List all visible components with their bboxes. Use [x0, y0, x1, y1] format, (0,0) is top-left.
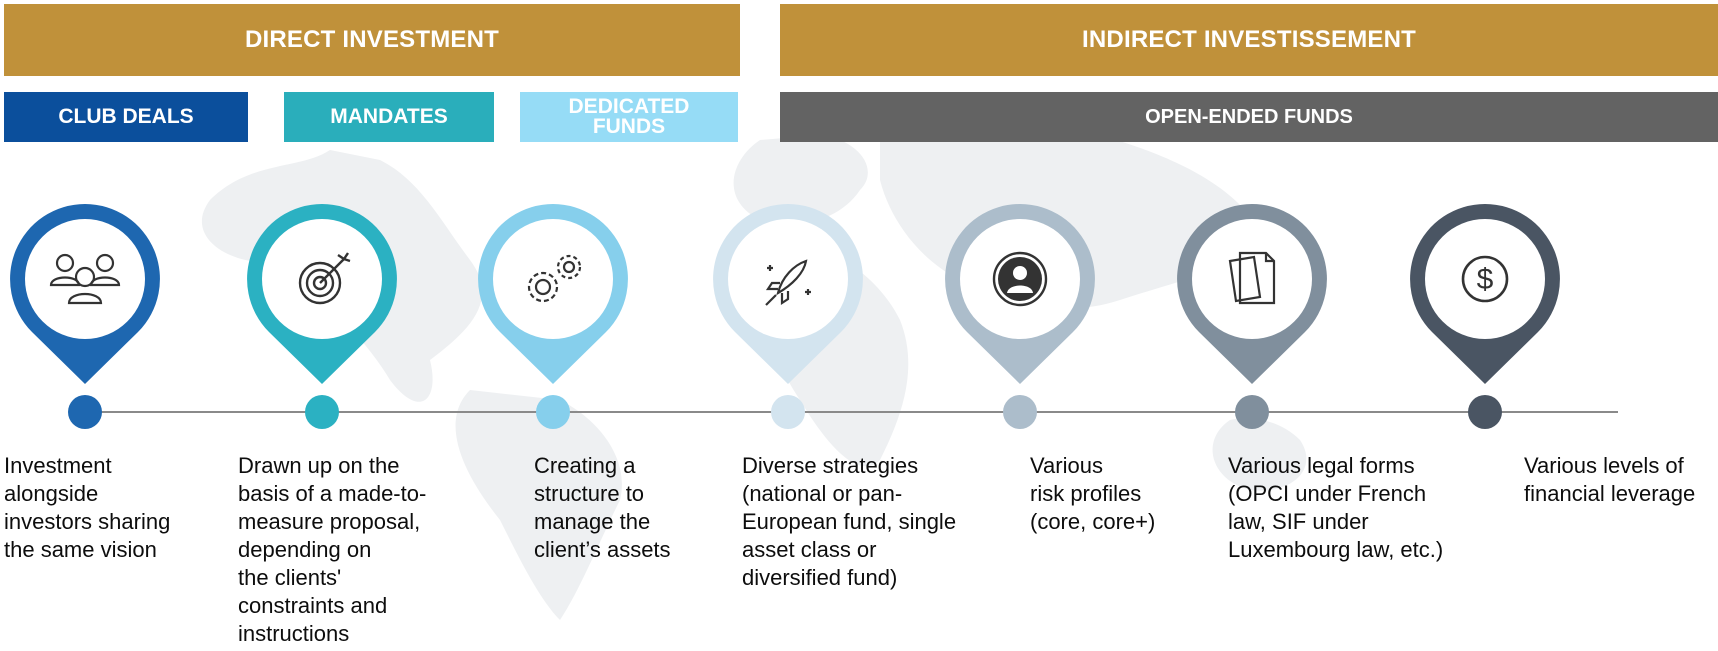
- dollar-coin-icon: $: [1461, 255, 1509, 303]
- step-description: Creating a structure to manage the clien…: [534, 453, 671, 562]
- timeline-dot: [1235, 395, 1269, 429]
- step-description: Various risk profiles (core, core+): [1030, 453, 1156, 534]
- timeline-line: [85, 411, 1618, 413]
- mandates-label: MANDATES: [284, 92, 494, 142]
- user-profile-icon: [992, 251, 1048, 307]
- pin-club-deals: [10, 204, 160, 394]
- step-description: Investment alongside investors sharing t…: [4, 453, 171, 562]
- timeline-dot: [536, 395, 570, 429]
- pin-risk-profiles: [945, 204, 1095, 394]
- dedicated-funds-label: DEDICATED FUNDS: [520, 92, 738, 142]
- pin-dedicated-funds: [478, 204, 628, 394]
- step-description: Drawn up on the basis of a made-to- meas…: [238, 453, 427, 646]
- timeline: [0, 392, 1718, 432]
- step-description: Various legal forms (OPCI under French l…: [1228, 453, 1444, 562]
- open-ended-funds-label: OPEN-ENDED FUNDS: [780, 92, 1718, 142]
- target-icon: [298, 252, 351, 305]
- step-description: Various levels of financial leverage: [1524, 453, 1696, 506]
- documents-icon: [1228, 251, 1276, 305]
- timeline-dot: [68, 395, 102, 429]
- people-group-icon: [49, 253, 121, 305]
- pin-open-ended-strategies: [713, 204, 863, 394]
- pin-legal-forms: [1177, 204, 1327, 394]
- indirect-investment-header: INDIRECT INVESTISSEMENT: [780, 4, 1718, 76]
- pin-financial-leverage: $: [1410, 204, 1560, 394]
- timeline-dot: [1468, 395, 1502, 429]
- step-description: Diverse strategies (national or pan- Eur…: [742, 453, 957, 590]
- club-deals-label: CLUB DEALS: [4, 92, 248, 142]
- timeline-dot: [305, 395, 339, 429]
- timeline-dot: [771, 395, 805, 429]
- gears-icon: [527, 254, 582, 303]
- pin-mandates: [247, 204, 397, 394]
- rocket-icon: [765, 259, 811, 306]
- svg-text:$: $: [1477, 263, 1494, 296]
- timeline-dot: [1003, 395, 1037, 429]
- direct-investment-header: DIRECT INVESTMENT: [4, 4, 740, 76]
